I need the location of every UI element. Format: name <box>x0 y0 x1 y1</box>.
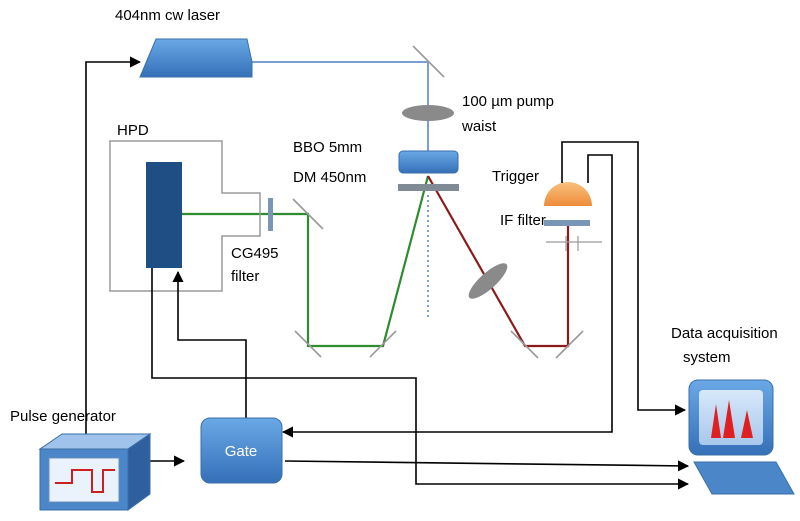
pump-waist-label-line2: waist <box>461 118 497 135</box>
pulse-generator-screen <box>48 457 120 503</box>
daq-label-line1: Data acquisition <box>671 325 778 342</box>
cg495-filter <box>268 198 273 231</box>
daq-peak-3 <box>741 410 753 438</box>
mirror-signal-bottom-right <box>369 330 397 358</box>
laser-label: 404nm cw laser <box>115 7 220 24</box>
wire-trigger-to-daq <box>561 141 687 416</box>
dm-label: DM 450nm <box>293 169 366 186</box>
if-filter-label: IF filter <box>500 212 546 229</box>
wire-gate-to-daq <box>284 460 690 472</box>
bbo-label: BBO 5mm <box>293 139 362 156</box>
laser-source <box>139 38 253 78</box>
trigger-label: Trigger <box>492 168 539 185</box>
pump-waist-label-line1: 100 µm pump <box>462 93 554 110</box>
wire-hpd-to-daq <box>151 268 690 490</box>
signal-beam <box>182 175 430 348</box>
cg495-label-line1: CG495 <box>231 245 279 262</box>
hpd-label: HPD <box>117 122 149 139</box>
daq-keyboard <box>693 461 795 495</box>
cg495-label-line2: filter <box>231 268 259 285</box>
idler-lens <box>468 263 508 299</box>
wire-trigger-to-gate <box>281 154 613 438</box>
daq-label-line2: system <box>683 349 731 366</box>
daq-peak-2 <box>723 400 735 438</box>
if-filter <box>544 220 590 226</box>
hpd-detector <box>146 162 182 268</box>
daq-peak-1 <box>711 404 721 438</box>
dichroic-mirror <box>398 184 459 191</box>
pulse-waveform <box>55 469 115 493</box>
trigger-detector <box>544 182 592 206</box>
pulse-generator-label: Pulse generator <box>10 408 116 425</box>
hpd-housing <box>109 140 261 292</box>
gate-label: Gate <box>225 443 258 460</box>
mirror-top <box>412 45 445 78</box>
mirror-idler-bottom-right <box>555 330 584 359</box>
idler-beam <box>427 175 570 348</box>
wire-pulse-to-laser <box>85 56 142 437</box>
bbo-crystal <box>398 150 459 174</box>
mirror-idler-bottom-left <box>510 330 539 359</box>
mirror-signal-top <box>292 198 324 230</box>
wire-gate-to-hpd <box>172 270 247 418</box>
gate-box <box>200 417 283 484</box>
mirror-signal-bottom-left <box>294 330 322 358</box>
pump-lens <box>402 105 454 121</box>
